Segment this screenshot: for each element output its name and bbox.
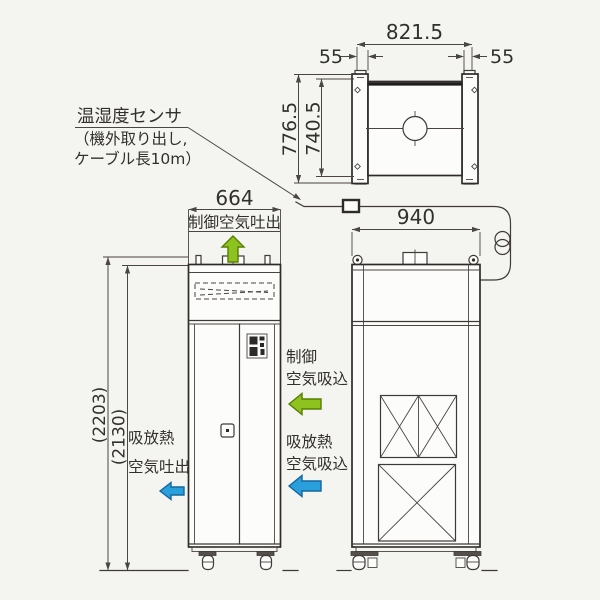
dim-plan-mount-pitch: 821.5: [386, 20, 443, 44]
plan-view: [351, 69, 479, 185]
dim-plan-depth-inner: 740.5: [303, 101, 325, 155]
side-view: [350, 249, 482, 571]
side-lower-grille: [377, 463, 457, 542]
label-control-air-inlet-2: 空気吸込: [286, 370, 348, 388]
front-top-post-left: [195, 254, 202, 266]
dim-plan-offset-right: 55: [490, 46, 514, 68]
dim-front-width: 664: [215, 186, 253, 210]
side-base: [355, 546, 477, 552]
plan-duct-hole: [402, 115, 428, 142]
label-heat-air-outlet-2: 空気吐出: [128, 458, 190, 476]
plan-right-rail: [461, 73, 479, 185]
sensor-note-line1: 温湿度センサ: [77, 107, 182, 127]
sensor-cable-line: [295, 201, 512, 281]
side-caster-left: [350, 551, 379, 571]
dim-overall-height: (2203): [90, 387, 110, 444]
dim-plan-depth-outer: 776.5: [279, 102, 301, 156]
front-body: [187, 263, 282, 548]
sensor-leader-arrowhead: [292, 193, 301, 200]
sensor-leader-line: [187, 127, 300, 200]
dim-plan-offset-left: 55: [319, 46, 343, 68]
label-heat-air-inlet-2: 空気吸込: [286, 455, 348, 473]
label-heat-air-outlet-1: 吸放熱: [128, 429, 175, 447]
cable-coil-loop: [494, 238, 511, 256]
front-caster-left: [198, 551, 217, 571]
side-upper-grille: [379, 394, 458, 459]
labels: 821.5 55 55 776.5 740.5 温湿度センサ （機外取り出し, …: [74, 20, 514, 476]
plan-screw-marks: [354, 86, 478, 170]
front-top-post-right: [264, 254, 271, 266]
label-heat-air-inlet-1: 吸放熱: [286, 433, 333, 451]
linear-dimensions: [99, 206, 498, 572]
cable-coil-loop: [494, 230, 511, 248]
front-nameplate: [246, 333, 268, 359]
front-caster-right: [256, 551, 275, 571]
sensor-cable: [75, 127, 512, 281]
dim-side-depth: 940: [397, 205, 435, 229]
sensor-note-line2: （機外取り出し,: [74, 130, 187, 148]
sensor-box: [341, 198, 361, 214]
front-view: [187, 252, 282, 571]
heat-air-inlet-arrow: [287, 474, 322, 498]
side-caster-right: [453, 551, 482, 571]
dim-body-height: (2130): [110, 409, 130, 466]
flow-arrows: [158, 235, 322, 501]
front-base: [191, 546, 278, 552]
plan-dimensions: [294, 41, 487, 184]
label-control-air-outlet: 制御空気吐出: [188, 214, 281, 232]
control-air-inlet-arrow: [287, 392, 322, 416]
sensor-note-line3: ケーブル長10m）: [74, 149, 201, 168]
control-air-outlet-arrow: [220, 235, 246, 263]
label-control-air-inlet-1: 制御: [286, 348, 317, 366]
heat-air-outlet-arrow: [158, 481, 185, 501]
